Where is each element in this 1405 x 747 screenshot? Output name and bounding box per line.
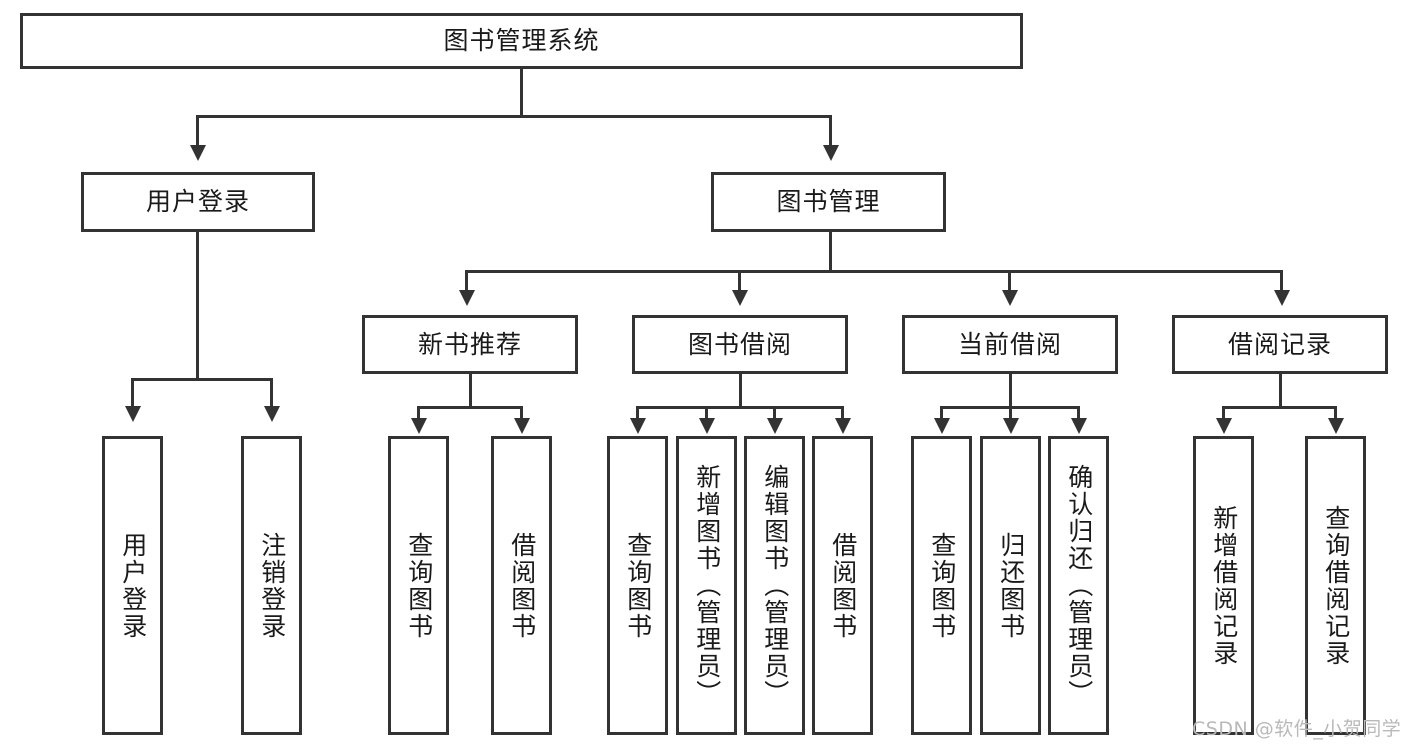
edge-bb-to-leaf-4 bbox=[841, 406, 844, 422]
leaf-label: 新增图书（管理员） bbox=[692, 464, 722, 707]
edge-book-management-bus bbox=[465, 270, 1283, 273]
leaf-label: 查询图书 bbox=[404, 531, 434, 640]
edge-root-stem bbox=[520, 69, 523, 115]
node-current-borrow[interactable]: 当前借阅 bbox=[902, 315, 1118, 374]
node-label: 用户登录 bbox=[145, 187, 250, 217]
arrow-cb-leaf-3 bbox=[1071, 418, 1087, 434]
leaf-user-login-2[interactable]: 注销登录 bbox=[241, 436, 302, 735]
leaf-current-borrow-1[interactable]: 查询图书 bbox=[911, 436, 972, 735]
edge-user-login-to-leaf-2 bbox=[270, 378, 273, 408]
edge-new-book-stem bbox=[469, 374, 472, 408]
arrow-user-login-leaf-1 bbox=[125, 406, 141, 422]
edge-bm-to-new-book bbox=[465, 270, 468, 292]
edge-book-management-stem bbox=[829, 232, 832, 272]
leaf-label: 用户登录 bbox=[118, 531, 148, 640]
edge-borrow-record-bus bbox=[1222, 406, 1337, 409]
leaf-label: 查询图书 bbox=[927, 531, 957, 640]
leaf-label: 新增借阅记录 bbox=[1209, 504, 1239, 667]
node-label: 图书借阅 bbox=[687, 329, 792, 359]
leaf-label: 借阅图书 bbox=[828, 531, 858, 640]
edge-bm-to-borrow-record bbox=[1280, 270, 1283, 292]
edge-user-login-to-leaf-1 bbox=[131, 378, 134, 408]
leaf-label: 编辑图书（管理员） bbox=[760, 464, 790, 707]
edge-nb-to-leaf-2 bbox=[520, 406, 523, 422]
leaf-label: 归还图书 bbox=[996, 531, 1026, 640]
arrow-bb-leaf-3 bbox=[767, 418, 783, 434]
edge-bb-to-leaf-3 bbox=[773, 406, 776, 422]
edge-cb-to-leaf-1 bbox=[940, 406, 943, 422]
edge-current-borrow-stem bbox=[1009, 374, 1012, 408]
node-label: 图书管理 bbox=[776, 187, 881, 217]
edge-bb-to-leaf-1 bbox=[636, 406, 639, 422]
edge-root-bus bbox=[196, 115, 832, 118]
edge-nb-to-leaf-1 bbox=[417, 406, 420, 422]
arrow-user-login-leaf-2 bbox=[264, 406, 280, 422]
arrow-bb-leaf-4 bbox=[835, 418, 851, 434]
edge-br-to-leaf-1 bbox=[1222, 406, 1225, 422]
node-label: 借阅记录 bbox=[1227, 329, 1332, 359]
edge-bm-to-current-borrow bbox=[1008, 270, 1011, 292]
edge-cb-to-leaf-3 bbox=[1077, 406, 1080, 422]
arrow-cb-leaf-1 bbox=[934, 418, 950, 434]
arrow-br-leaf-2 bbox=[1328, 418, 1344, 434]
edge-bb-to-leaf-2 bbox=[705, 406, 708, 422]
node-user-login[interactable]: 用户登录 bbox=[81, 172, 315, 232]
leaf-new-book-recommend-2[interactable]: 借阅图书 bbox=[491, 436, 552, 735]
arrow-to-book-borrow bbox=[732, 290, 748, 306]
arrow-nb-leaf-2 bbox=[514, 418, 530, 434]
arrow-to-current-borrow bbox=[1002, 290, 1018, 306]
node-label: 新书推荐 bbox=[417, 329, 522, 359]
node-book-borrow[interactable]: 图书借阅 bbox=[632, 315, 848, 374]
leaf-label: 注销登录 bbox=[257, 531, 287, 640]
edge-book-borrow-bus bbox=[636, 406, 843, 409]
arrow-to-user-login bbox=[190, 145, 206, 161]
leaf-label: 查询借阅记录 bbox=[1321, 504, 1351, 667]
edge-new-book-bus bbox=[417, 406, 523, 409]
leaf-book-borrow-1[interactable]: 查询图书 bbox=[607, 436, 668, 735]
edge-borrow-record-stem bbox=[1279, 374, 1282, 408]
leaf-user-login-1[interactable]: 用户登录 bbox=[102, 436, 163, 735]
leaf-label: 查询图书 bbox=[623, 531, 653, 640]
watermark-csdn: CSDN @软件_小贺同学 bbox=[1192, 718, 1402, 740]
leaf-current-borrow-2[interactable]: 归还图书 bbox=[980, 436, 1041, 735]
leaf-borrow-record-2[interactable]: 查询借阅记录 bbox=[1305, 436, 1366, 735]
arrow-to-borrow-record bbox=[1274, 290, 1290, 306]
arrow-bb-leaf-1 bbox=[630, 418, 646, 434]
arrow-cb-leaf-2 bbox=[1003, 418, 1019, 434]
leaf-new-book-recommend-1[interactable]: 查询图书 bbox=[388, 436, 449, 735]
arrow-bb-leaf-2 bbox=[699, 418, 715, 434]
edge-bm-to-book-borrow bbox=[738, 270, 741, 292]
edge-book-borrow-stem bbox=[739, 374, 742, 408]
leaf-book-borrow-2[interactable]: 新增图书（管理员） bbox=[676, 436, 737, 735]
node-label: 当前借阅 bbox=[957, 329, 1062, 359]
edge-br-to-leaf-2 bbox=[1334, 406, 1337, 422]
arrow-nb-leaf-1 bbox=[411, 418, 427, 434]
leaf-borrow-record-1[interactable]: 新增借阅记录 bbox=[1193, 436, 1254, 735]
node-book-management[interactable]: 图书管理 bbox=[711, 172, 946, 232]
leaf-current-borrow-3[interactable]: 确认归还（管理员） bbox=[1048, 436, 1109, 735]
edge-cb-to-leaf-2 bbox=[1009, 406, 1012, 422]
leaf-label: 确认归还（管理员） bbox=[1064, 464, 1094, 707]
leaf-book-borrow-3[interactable]: 编辑图书（管理员） bbox=[744, 436, 805, 735]
node-label: 图书管理系统 bbox=[443, 26, 600, 56]
edge-user-login-stem bbox=[196, 232, 199, 380]
arrow-br-leaf-1 bbox=[1216, 418, 1232, 434]
edge-root-to-user-login bbox=[196, 115, 199, 147]
arrow-to-new-book-recommend bbox=[459, 290, 475, 306]
leaf-book-borrow-4[interactable]: 借阅图书 bbox=[812, 436, 873, 735]
node-root-book-management-system[interactable]: 图书管理系统 bbox=[20, 13, 1023, 69]
leaf-label: 借阅图书 bbox=[507, 531, 537, 640]
arrow-to-book-management bbox=[823, 145, 839, 161]
edge-user-login-bus bbox=[131, 378, 273, 381]
edge-root-to-book-management bbox=[829, 115, 832, 147]
node-borrow-record[interactable]: 借阅记录 bbox=[1172, 315, 1388, 374]
node-new-book-recommend[interactable]: 新书推荐 bbox=[362, 315, 578, 374]
